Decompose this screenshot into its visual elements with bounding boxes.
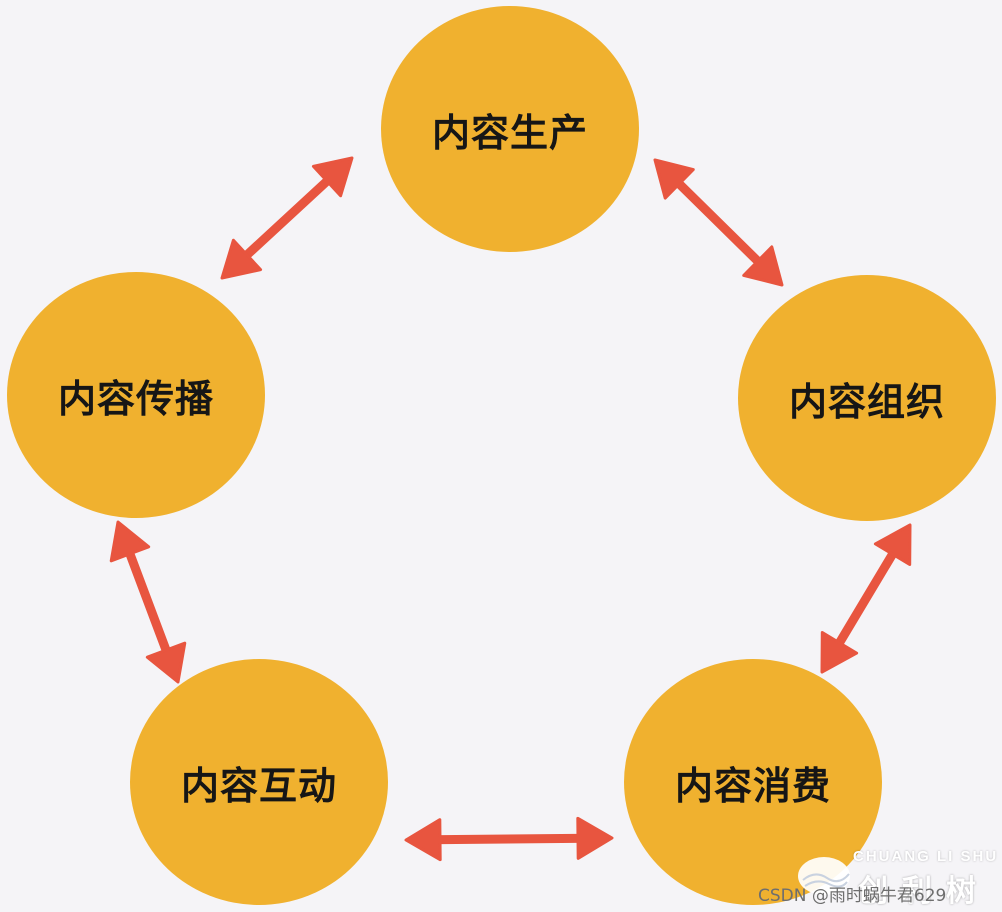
- brand-logo-icon: [798, 857, 850, 895]
- brand-name-en: CHUANG LI SHU: [853, 848, 999, 865]
- arrow-organization-consumption: [820, 523, 912, 674]
- node-distribution-label: 内容传播: [57, 376, 214, 421]
- node-interaction-label: 内容互动: [180, 763, 337, 808]
- arrow-production-organization-head-end: [742, 245, 784, 287]
- arrow-consumption-interaction-head-end: [404, 818, 442, 862]
- arrow-production-organization-shaft: [667, 172, 770, 273]
- arrow-consumption-interaction-head-start: [576, 816, 614, 860]
- arrow-interaction-distribution: [109, 520, 187, 684]
- arrow-organization-consumption-shaft: [829, 540, 903, 657]
- arrow-production-organization-head-start: [653, 158, 695, 200]
- node-interaction: 内容互动: [130, 659, 388, 905]
- node-production: 内容生产: [381, 6, 639, 252]
- node-production-label: 内容生产: [431, 110, 588, 155]
- arrow-interaction-distribution-shaft: [121, 539, 175, 665]
- arrow-distribution-production: [220, 156, 354, 280]
- arrow-consumption-interaction: [404, 816, 614, 862]
- node-distribution: 内容传播: [7, 272, 265, 518]
- csdn-watermark: CSDN @雨时蜗牛君629: [758, 886, 947, 906]
- arrow-production-organization: [653, 158, 784, 287]
- arrow-interaction-distribution-head-start: [145, 641, 187, 684]
- arrow-interaction-distribution-head-end: [109, 520, 151, 563]
- node-organization: 内容组织: [738, 275, 996, 521]
- arrow-consumption-interaction-shaft: [425, 833, 593, 845]
- arrow-distribution-production-shaft: [234, 169, 340, 267]
- brand-name-cn: 创利树: [858, 874, 990, 909]
- node-consumption-label: 内容消费: [674, 763, 831, 808]
- node-organization-label: 内容组织: [788, 379, 945, 424]
- arrow-organization-consumption-head-end: [820, 631, 859, 674]
- arrow-distribution-production-head-end: [311, 156, 354, 198]
- arrow-organization-consumption-head-start: [873, 523, 912, 566]
- node-consumption: 内容消费: [624, 659, 882, 905]
- arrow-distribution-production-head-start: [220, 238, 263, 280]
